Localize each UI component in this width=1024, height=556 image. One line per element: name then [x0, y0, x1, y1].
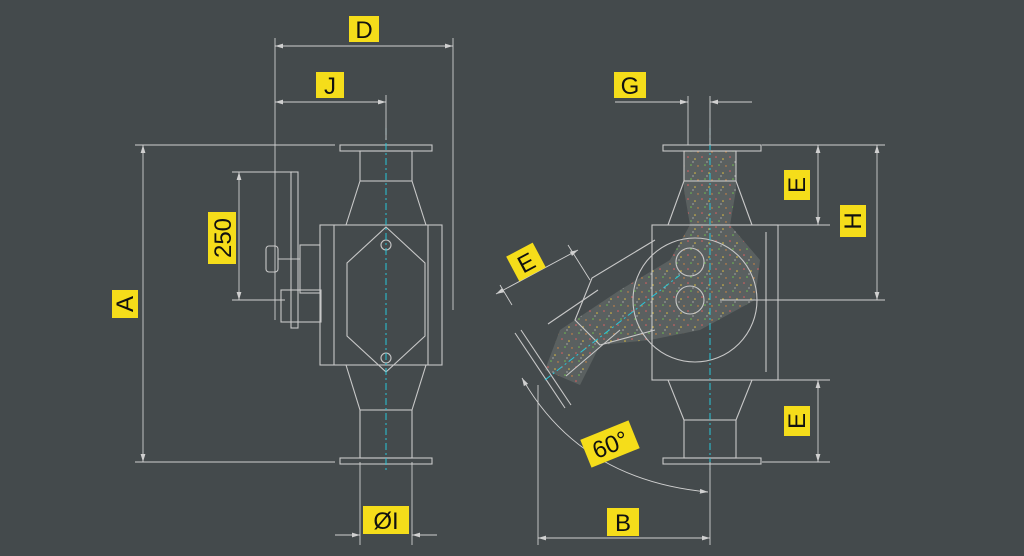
right-valve-body — [651, 224, 779, 381]
branch-axis — [544, 274, 681, 381]
svg-text:H: H — [840, 212, 867, 229]
flow-fill — [545, 151, 760, 385]
label-G: G — [614, 72, 646, 100]
branch-body — [574, 239, 656, 346]
right-view — [514, 128, 779, 470]
label-B: B — [607, 508, 639, 537]
svg-text:E: E — [784, 413, 811, 429]
top-pipe — [359, 150, 413, 182]
gear-box — [280, 289, 322, 323]
handwheel-knob — [265, 245, 279, 273]
right-bottom-flange — [662, 457, 762, 465]
label-H: H — [840, 205, 867, 237]
label-dia: ØI — [363, 506, 409, 535]
branch-pipe — [547, 289, 621, 377]
top-taper — [345, 180, 427, 226]
label-E-bottom: E — [784, 406, 811, 436]
label-A: A — [112, 290, 139, 318]
svg-text:G: G — [621, 73, 640, 100]
label-J: J — [316, 72, 344, 100]
svg-text:250: 250 — [210, 218, 237, 258]
label-E-angled: E — [506, 242, 546, 282]
svg-text:B: B — [615, 510, 631, 537]
label-D: D — [349, 16, 379, 44]
dimensions — [135, 38, 885, 545]
label-angle: 60° — [580, 420, 640, 468]
bottom-taper — [345, 364, 427, 411]
svg-text:ØI: ØI — [373, 508, 398, 535]
svg-text:E: E — [784, 177, 811, 193]
left-view — [265, 128, 443, 470]
svg-text:A: A — [112, 296, 139, 312]
label-250: 250 — [208, 212, 237, 264]
handwheel-disc — [290, 171, 299, 329]
label-E-top: E — [784, 170, 811, 200]
svg-text:J: J — [324, 73, 336, 100]
right-top-flange — [662, 144, 762, 152]
svg-text:D: D — [355, 17, 372, 44]
valve-body — [319, 224, 443, 366]
